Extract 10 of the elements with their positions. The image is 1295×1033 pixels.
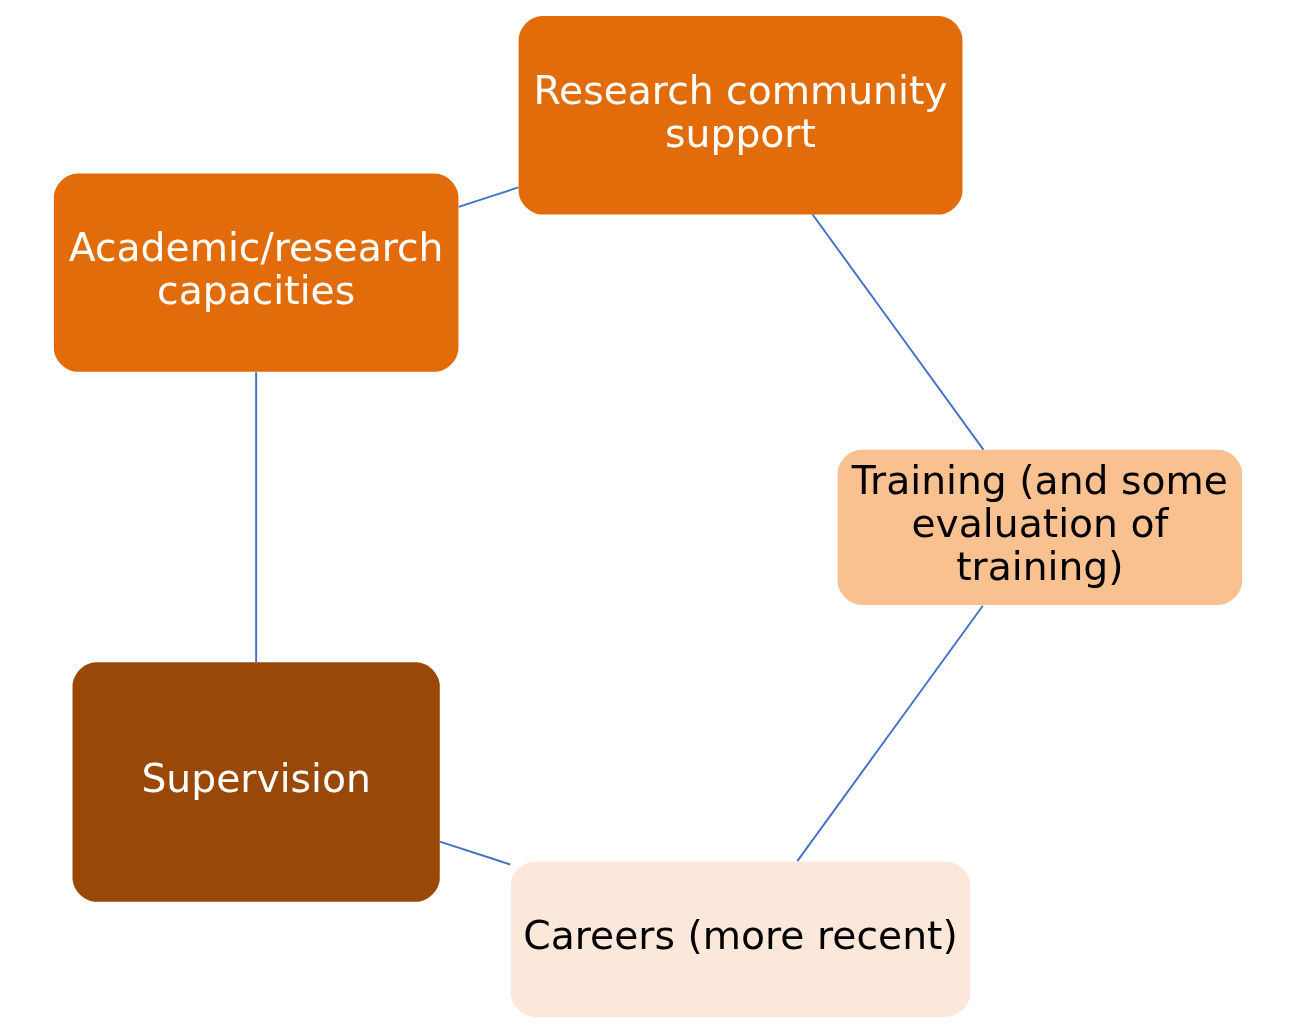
connector (438, 840, 511, 866)
connector (457, 186, 519, 208)
node-box: Academic/research capacities (53, 173, 458, 372)
connector (795, 604, 984, 863)
node-box: Careers (more recent) (510, 861, 970, 1017)
node-box: Supervision (72, 662, 440, 902)
connector (254, 371, 257, 663)
node-box: Research community support (518, 16, 962, 215)
node-box: Training (and some evaluation of training) (837, 449, 1242, 605)
connector (811, 213, 984, 451)
